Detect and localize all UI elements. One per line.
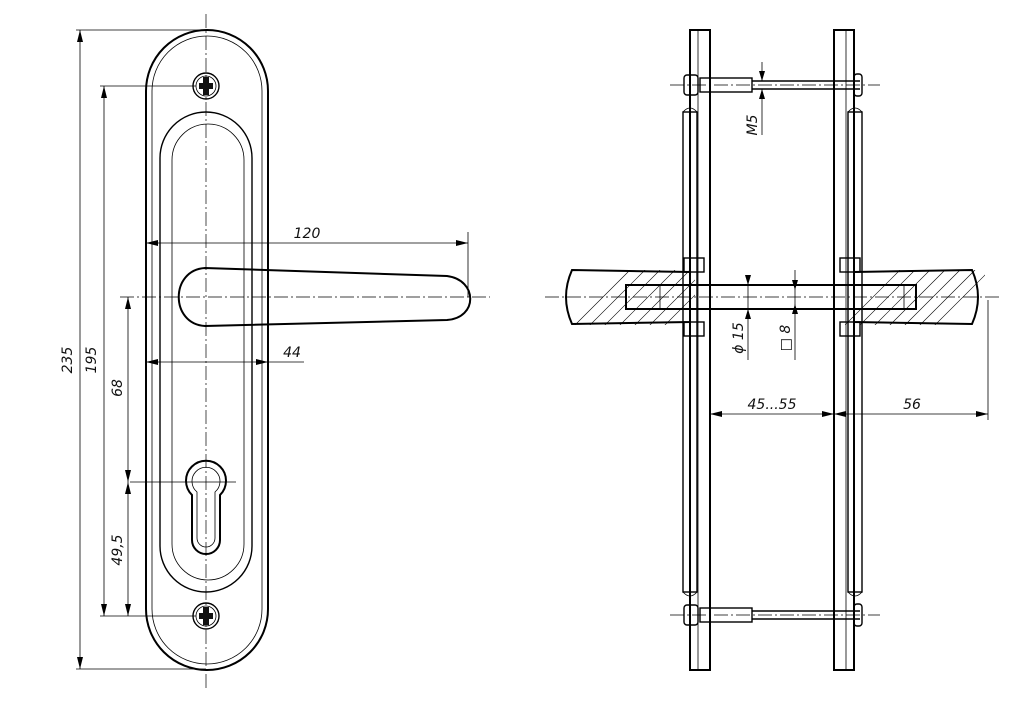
right-backplate — [833, 29, 863, 671]
label-56: 56 — [903, 397, 921, 413]
label-m5: M5 — [745, 114, 761, 135]
dim-spindle-diameter: ϕ 15 — [710, 275, 752, 360]
label-44: 44 — [283, 345, 301, 361]
label-120: 120 — [294, 226, 321, 242]
label-68: 68 — [110, 379, 126, 397]
bottom-bolt — [670, 603, 880, 627]
dim-spindle-square: □ 8 — [778, 270, 798, 360]
plate-recess-inner — [171, 123, 245, 581]
dim-handle-offset: 44 — [145, 330, 304, 368]
backplate-inner — [151, 35, 263, 665]
label-phi-15: ϕ 15 — [731, 322, 747, 354]
label-49-5: 49,5 — [110, 534, 126, 565]
keyhole-cutout — [185, 459, 227, 555]
dim-screw-thread: M5 — [745, 62, 765, 136]
dim-keyhole-to-screw: 49,5 — [110, 482, 131, 616]
dim-door-thickness: 45...55 — [709, 336, 835, 420]
dim-overall-height: 235 — [60, 29, 206, 670]
side-view: M5 ϕ 15 □ 8 45...55 — [545, 29, 1000, 671]
dim-screw-spacing: 195 — [84, 85, 196, 617]
front-view: 235 195 68 49,5 — [60, 14, 490, 690]
top-bolt — [670, 73, 880, 97]
dim-handle-projection: 56 — [834, 300, 989, 420]
right-handle-section — [845, 268, 985, 326]
backplate-outer — [145, 29, 269, 671]
label-195: 195 — [84, 347, 100, 374]
label-45-55: 45...55 — [748, 397, 797, 413]
dim-handle-length: 120 — [145, 226, 469, 297]
dim-handle-to-keyhole: 68 — [110, 297, 131, 482]
keyhole-inner — [191, 466, 221, 548]
left-backplate — [682, 29, 711, 671]
label-square-8: □ 8 — [778, 325, 794, 352]
label-235: 235 — [60, 347, 76, 374]
handle-lever — [177, 266, 472, 328]
